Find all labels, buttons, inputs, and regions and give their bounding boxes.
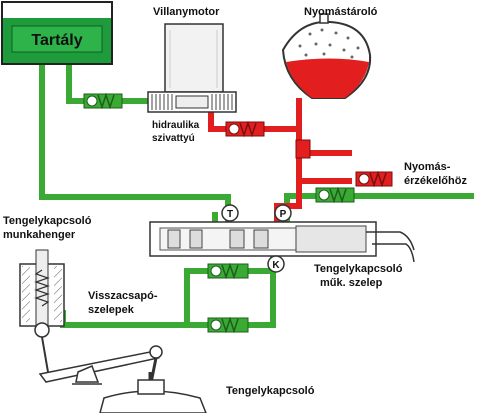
port-p-label: P [280,209,287,220]
labels: Villanymotor Nyomástároló hidraulika szi… [3,6,467,397]
check-valves-label-line2: szelepek [88,304,135,316]
port-k-label: K [272,260,280,271]
clutch-cylinder [19,249,65,373]
tank: Tartály [1,1,113,65]
motor-label: Villanymotor [153,6,220,18]
check-valve-sensor [315,186,355,204]
check-valves-label-line1: Visszacsapó- [88,290,158,302]
port-t-label: T [227,209,233,220]
pressure-relief-block [295,139,311,159]
control-valve-label-line2: műk. szelep [320,277,383,289]
clutch-control-valve: T P K [149,204,415,273]
pump-label-line2: szivattyú [152,133,195,144]
clutch [99,372,207,413]
cylinder-label-line2: munkahenger [3,229,76,241]
check-valve-lower [207,316,249,334]
clutch-linkage [38,345,163,389]
check-valve-red-upper [355,170,393,188]
tank-label: Tartály [31,32,82,49]
clutch-label: Tengelykapcsoló [226,385,315,397]
pump-label-line1: hidraulika [152,120,200,131]
sensor-label-line1: Nyomás- [404,161,451,173]
check-valve-pump-outlet [225,120,265,138]
check-valve-tank-pump [83,92,123,110]
electric-motor [147,23,237,113]
sensor-label-line2: érzékelőhöz [404,175,467,187]
accumulator-label: Nyomástároló [304,6,378,18]
control-valve-label-line1: Tengelykapcsoló [314,263,403,275]
check-valve-upper [207,262,249,280]
cylinder-label-line1: Tengelykapcsoló [3,215,92,227]
pressure-accumulator [281,13,372,99]
